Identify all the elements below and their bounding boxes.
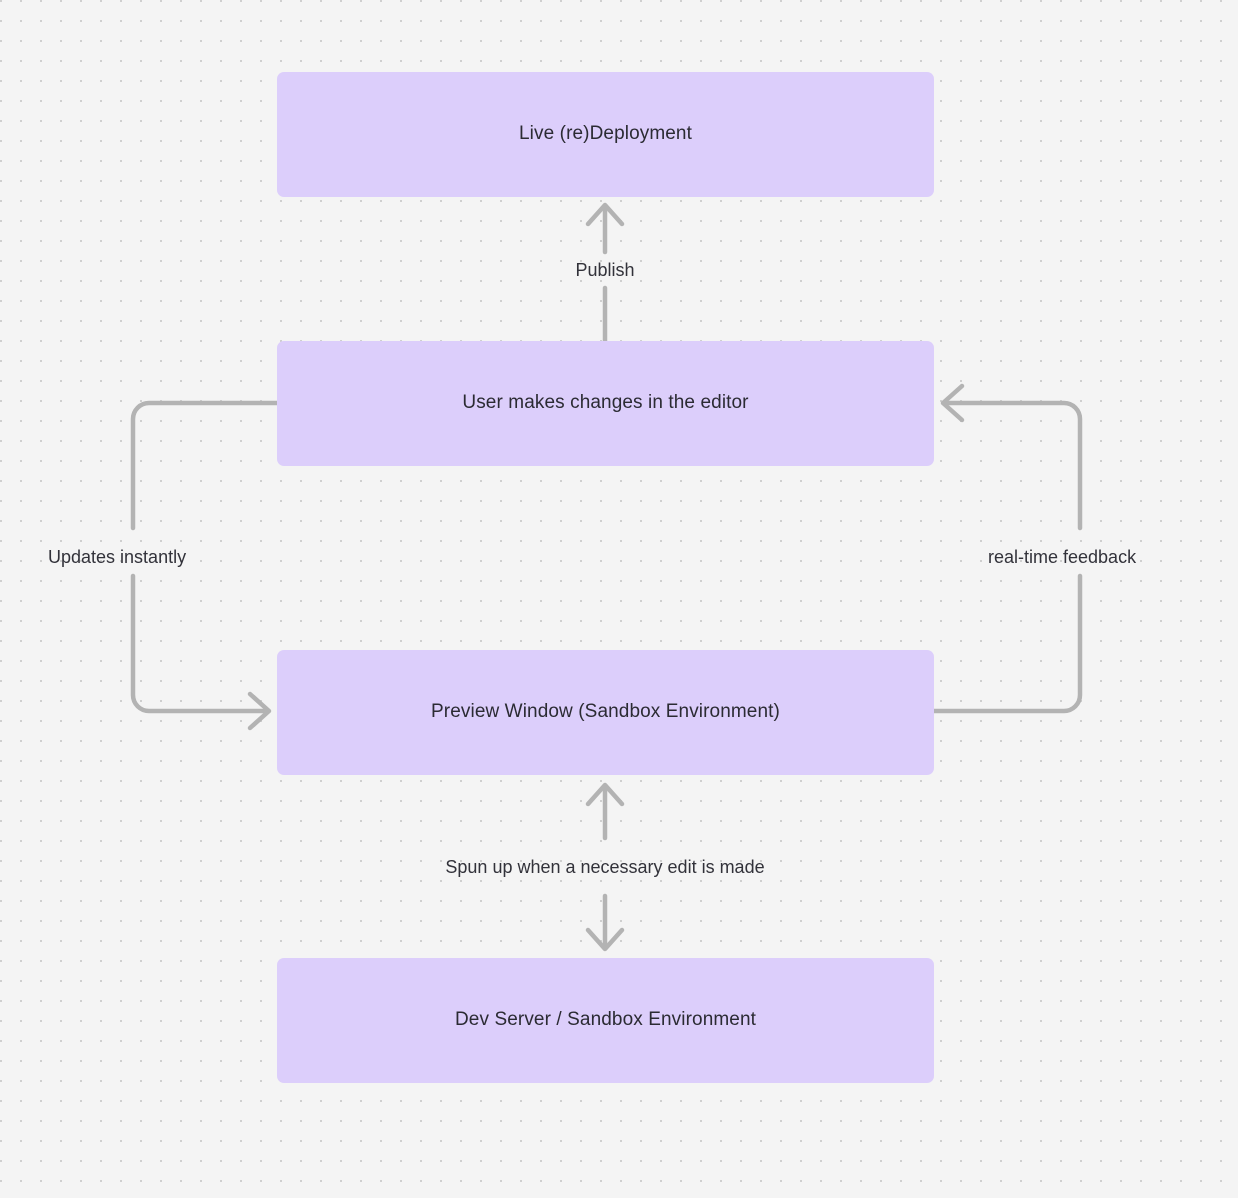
node-label: Dev Server / Sandbox Environment xyxy=(454,1009,756,1031)
edge-label-spun-up: Spun up when a necessary edit is made xyxy=(445,857,765,877)
node-preview-window[interactable]: Preview Window (Sandbox Environment) xyxy=(277,650,934,775)
edge-label-publish: Publish xyxy=(575,260,635,280)
edge-label-updates-instantly: Updates instantly xyxy=(48,547,187,567)
edge-label-real-time-feedback: real-time feedback xyxy=(988,547,1137,567)
node-dev-server[interactable]: Dev Server / Sandbox Environment xyxy=(277,958,934,1083)
node-user-makes-changes[interactable]: User makes changes in the editor xyxy=(277,341,934,466)
node-label: Preview Window (Sandbox Environment) xyxy=(431,701,780,723)
node-label: Live (re)Deployment xyxy=(519,123,692,145)
node-live-redeployment[interactable]: Live (re)Deployment xyxy=(277,72,934,197)
node-label: User makes changes in the editor xyxy=(462,392,749,414)
